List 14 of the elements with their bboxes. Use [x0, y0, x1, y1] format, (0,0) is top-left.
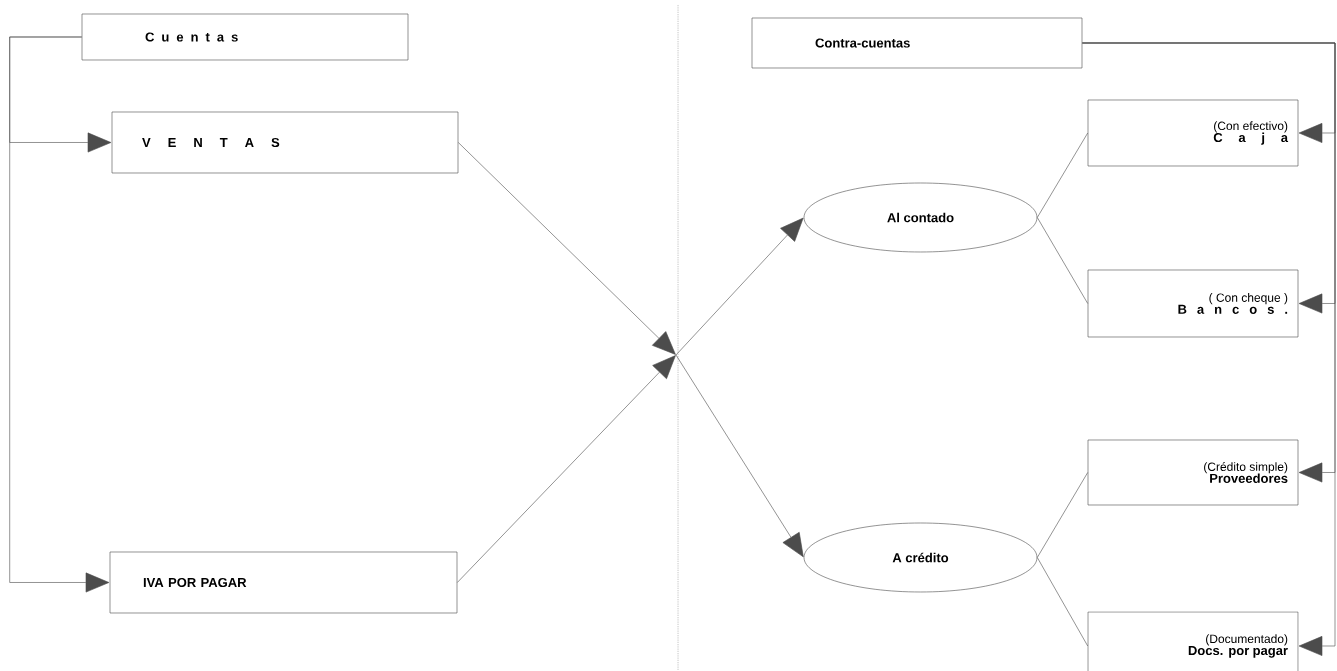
account-box: V E N T A S: [111, 111, 459, 174]
account-box: C u e n t a s: [81, 13, 409, 61]
account-box: IVA POR PAGAR: [109, 551, 458, 614]
arrow: [675, 217, 804, 356]
arrow: [457, 355, 676, 583]
arrow: [9, 36, 110, 593]
arrow: [675, 354, 804, 558]
account-box: (Con efectivo) C a j a: [1087, 99, 1299, 167]
arrow: [1082, 42, 1336, 656]
account-box: (Documentado) Docs. por pagar: [1087, 611, 1299, 671]
account-box: (Crédito simple) Proveedores: [1087, 439, 1299, 506]
account-box: Contra-cuentas: [751, 17, 1083, 69]
account-box: ( Con cheque ) B a n c o s .: [1087, 269, 1299, 338]
arrow: [458, 142, 676, 355]
